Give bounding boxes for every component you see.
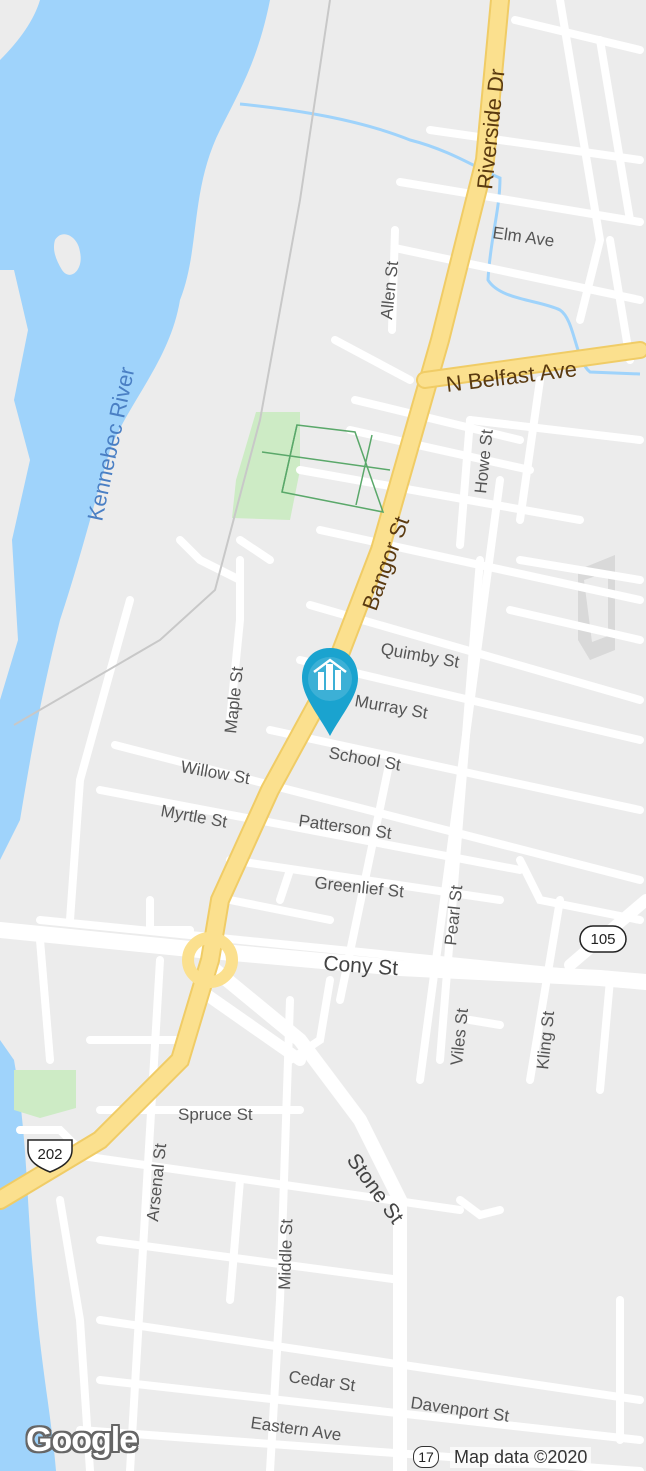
river-island bbox=[53, 234, 81, 275]
railroad bbox=[13, 0, 331, 726]
park bbox=[232, 412, 300, 520]
n-belfast-ave bbox=[418, 343, 646, 387]
park-paths bbox=[261, 424, 391, 513]
route-105-shield: 105 bbox=[579, 925, 627, 953]
kennebec-river bbox=[0, 0, 270, 860]
map-attribution[interactable]: Map data ©2020 bbox=[450, 1447, 592, 1468]
building-icon bbox=[313, 658, 347, 690]
rotary bbox=[182, 932, 238, 988]
west-shore bbox=[0, 270, 30, 700]
creek bbox=[239, 102, 641, 376]
kennebec-river-lower bbox=[0, 1040, 56, 1471]
stone-st-road bbox=[208, 963, 407, 1471]
spruce-st-label: Spruce St bbox=[178, 1105, 253, 1124]
middle-st-label: Middle St bbox=[275, 1218, 296, 1290]
river-island bbox=[160, 371, 195, 395]
route-17-shield: 17 bbox=[413, 1446, 439, 1468]
route-202-number: 202 bbox=[37, 1146, 62, 1163]
route-202-shield: 202 bbox=[27, 1139, 73, 1173]
ramp-road bbox=[194, 984, 306, 1066]
west-shore bbox=[0, 0, 40, 60]
route-105-number: 105 bbox=[590, 931, 615, 948]
cony-st-road bbox=[0, 922, 646, 990]
bangor-st-highway bbox=[0, 0, 508, 1208]
google-logo: Google bbox=[26, 1421, 138, 1459]
park-south bbox=[14, 1070, 76, 1118]
cony-st-label: Cony St bbox=[323, 952, 399, 980]
location-pin[interactable] bbox=[302, 648, 358, 736]
